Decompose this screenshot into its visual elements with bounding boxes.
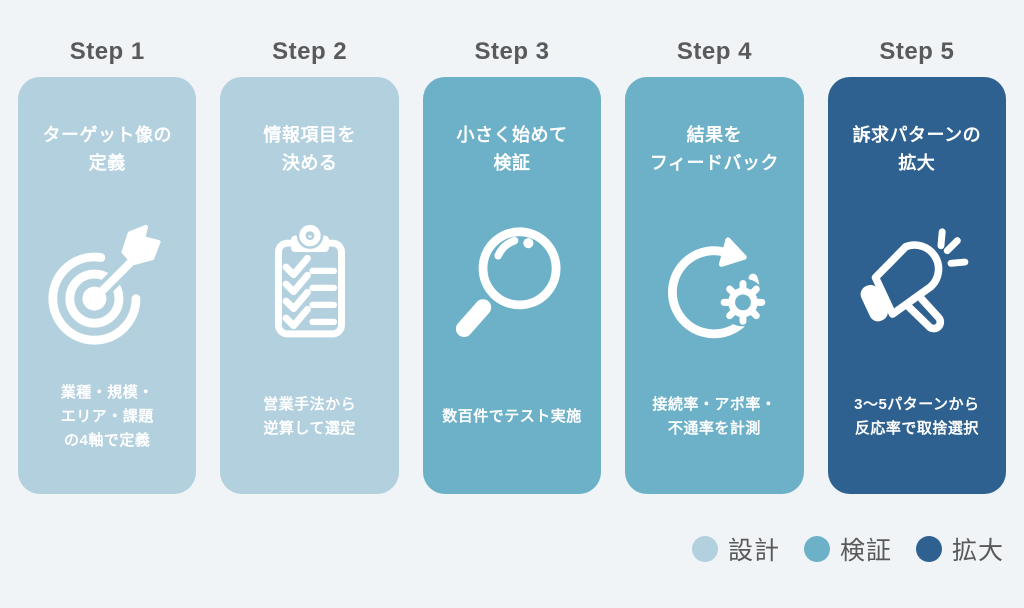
step-4-description: 接続率・アポ率・ 不通率を計測 [652, 396, 777, 437]
process-infographic: Step 1 ターゲット像の 定義 業種・規模・ エリア・課題 の4軸で定義 [0, 36, 1024, 608]
step-column-4: Step 4 結果を フィードバック [625, 36, 804, 494]
step-4-title: 結果を フィードバック [649, 125, 779, 173]
step-1-label: Step 1 [69, 38, 145, 65]
legend-item-design: 設計 [691, 531, 780, 567]
page-background: { "colors": { "background": "#f0f4f7", "… [0, 36, 1024, 608]
legend-item-expand: 拡大 [915, 531, 1004, 567]
steps-row: Step 1 ターゲット像の 定義 業種・規模・ エリア・課題 の4軸で定義 [0, 36, 1024, 494]
verify-color-dot [803, 536, 830, 562]
step-3-label: Step 3 [474, 38, 550, 65]
target-icon [28, 177, 186, 380]
step-5-title: 訴求パターンの 拡大 [852, 125, 982, 173]
checklist-icon [230, 177, 388, 380]
legend-label-verify: 検証 [839, 537, 892, 565]
step-2-description: 営業手法から 逆算して選定 [263, 396, 357, 437]
expand-color-dot [915, 536, 942, 562]
magnifier-icon [433, 177, 591, 380]
step-3-description: 数百件でテスト実施 [442, 408, 582, 425]
step-column-3: Step 3 小さく始めて 検証 数百件でテスト実施 [422, 36, 602, 494]
step-1-card: ターゲット像の 定義 業種・規模・ エリア・課題 の4軸で定義 [18, 77, 197, 494]
step-5-card: 訴求パターンの 拡大 [827, 77, 1007, 494]
feedback-cycle-icon [635, 177, 793, 380]
step-3-title: 小さく始めて 検証 [456, 125, 568, 173]
step-1-title: ターゲット像の 定義 [42, 125, 172, 173]
step-4-label: Step 4 [676, 38, 752, 65]
step-column-1: Step 1 ターゲット像の 定義 業種・規模・ エリア・課題 の4軸で定義 [18, 36, 197, 494]
legend-item-verify: 検証 [803, 531, 892, 567]
step-4-card: 結果を フィードバック [625, 77, 804, 494]
step-2-title: 情報項目を 決める [263, 125, 356, 173]
step-2-label: Step 2 [272, 38, 348, 65]
step-5-description: 3〜5パターンから 反応率で取捨選択 [854, 396, 980, 437]
step-column-2: Step 2 情報項目を 決める [220, 36, 399, 494]
step-2-card: 情報項目を 決める [220, 77, 399, 494]
megaphone-icon [838, 177, 996, 380]
step-column-5: Step 5 訴求パターンの 拡大 [827, 36, 1007, 494]
phase-legend: 設計 検証 拡大 [0, 531, 1024, 567]
design-color-dot [691, 536, 718, 562]
step-1-description: 業種・規模・ エリア・課題 の4軸で定義 [60, 384, 154, 449]
step-3-card: 小さく始めて 検証 数百件でテスト実施 [422, 77, 602, 494]
step-5-label: Step 5 [879, 38, 955, 65]
legend-label-expand: 拡大 [951, 537, 1004, 565]
legend-label-design: 設計 [727, 537, 780, 565]
